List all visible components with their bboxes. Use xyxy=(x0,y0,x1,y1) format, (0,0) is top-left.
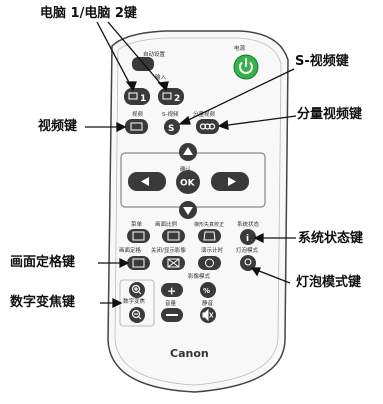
callout-video: 视频键 xyxy=(38,119,78,134)
lamp-mode-button[interactable] xyxy=(240,255,256,271)
video-icon xyxy=(130,122,143,131)
ok-button[interactable] xyxy=(176,170,200,194)
remote-body xyxy=(107,30,289,393)
mute-icon xyxy=(202,308,214,322)
callout-status: 系统状态键 xyxy=(298,231,364,246)
image-mode-button[interactable] xyxy=(200,282,216,298)
system-status-button[interactable] xyxy=(240,229,256,245)
component-button[interactable] xyxy=(196,119,219,134)
image-mode-label: 影像模式 xyxy=(188,272,211,280)
ok-label: OK xyxy=(180,179,196,189)
zoom-in-button[interactable] xyxy=(129,282,145,298)
left-arrow-icon xyxy=(141,177,149,186)
callout-lines xyxy=(85,21,297,309)
callout-dzoom: 数字变焦键 xyxy=(10,295,76,310)
power-icon xyxy=(239,58,253,74)
freeze-button[interactable] xyxy=(127,256,150,270)
screen-ratio-label: 画面比例 xyxy=(155,220,178,228)
svideo-label: S-视频 xyxy=(162,110,179,118)
input-label: 输入 xyxy=(155,73,167,81)
info-icon: i xyxy=(246,234,249,244)
callout-svideo: S-视频键 xyxy=(295,54,349,69)
blank-label: 关闭/显示影像 xyxy=(151,246,186,254)
keystone-icon xyxy=(203,231,216,241)
timer-button[interactable] xyxy=(198,256,221,270)
svideo-button[interactable] xyxy=(164,119,180,135)
ok-top-label: 确认 xyxy=(180,165,192,173)
brand-logo: Canon xyxy=(170,347,209,360)
callout-component: 分量视频键 xyxy=(297,107,363,122)
pc2-label: 2 xyxy=(174,94,180,104)
image-mode-icon: % xyxy=(203,287,210,295)
volume-up-button[interactable] xyxy=(161,283,183,297)
menu-button[interactable] xyxy=(127,229,150,243)
remote-body-inner xyxy=(114,37,282,386)
screen-ratio-button[interactable] xyxy=(162,229,185,243)
freeze-label: 画面定格 xyxy=(119,246,142,254)
zoom-out-icon xyxy=(131,309,142,320)
timer-label: 演示计时 xyxy=(201,246,224,254)
auto-setup-label: 自动设置 xyxy=(143,50,166,58)
pc2-icon xyxy=(162,92,172,100)
volume-label: 音量 xyxy=(165,299,177,307)
blank-icon xyxy=(167,258,180,268)
timer-icon xyxy=(205,258,214,268)
up-arrow-icon xyxy=(183,147,193,155)
callout-freeze: 画面定格键 xyxy=(10,255,76,270)
callout-pc12: 电脑 1/电脑 2键 xyxy=(40,6,137,21)
down-arrow-icon xyxy=(183,207,193,215)
lamp-mode-label: 灯泡模式 xyxy=(236,246,259,254)
menu-icon xyxy=(132,231,145,241)
svideo-icon: S xyxy=(168,124,174,134)
video-button[interactable] xyxy=(125,119,148,134)
callout-lamp: 灯泡模式键 xyxy=(296,275,362,290)
menu-label: 菜单 xyxy=(131,220,143,228)
lamp-icon xyxy=(244,258,252,266)
keystone-label: 梯形失真校正 xyxy=(194,221,224,228)
video-label: 视频 xyxy=(132,110,144,118)
zoom-out-button[interactable] xyxy=(129,307,145,323)
power-label: 电源 xyxy=(234,44,246,52)
digital-zoom-label: 数字变焦 xyxy=(123,297,146,305)
component-icon xyxy=(199,123,216,130)
pc1-icon xyxy=(128,92,138,100)
pc1-label: 1 xyxy=(140,94,146,104)
right-arrow-icon xyxy=(228,177,236,186)
system-status-label: 系统状态 xyxy=(237,220,260,228)
plus-icon: + xyxy=(167,285,176,298)
zoom-in-icon xyxy=(131,284,142,295)
component-label: 分量视频 xyxy=(193,110,216,118)
mute-label: 静音 xyxy=(202,299,214,307)
screen-ratio-icon xyxy=(167,231,180,241)
freeze-icon xyxy=(132,258,145,268)
keystone-button[interactable] xyxy=(198,229,221,243)
